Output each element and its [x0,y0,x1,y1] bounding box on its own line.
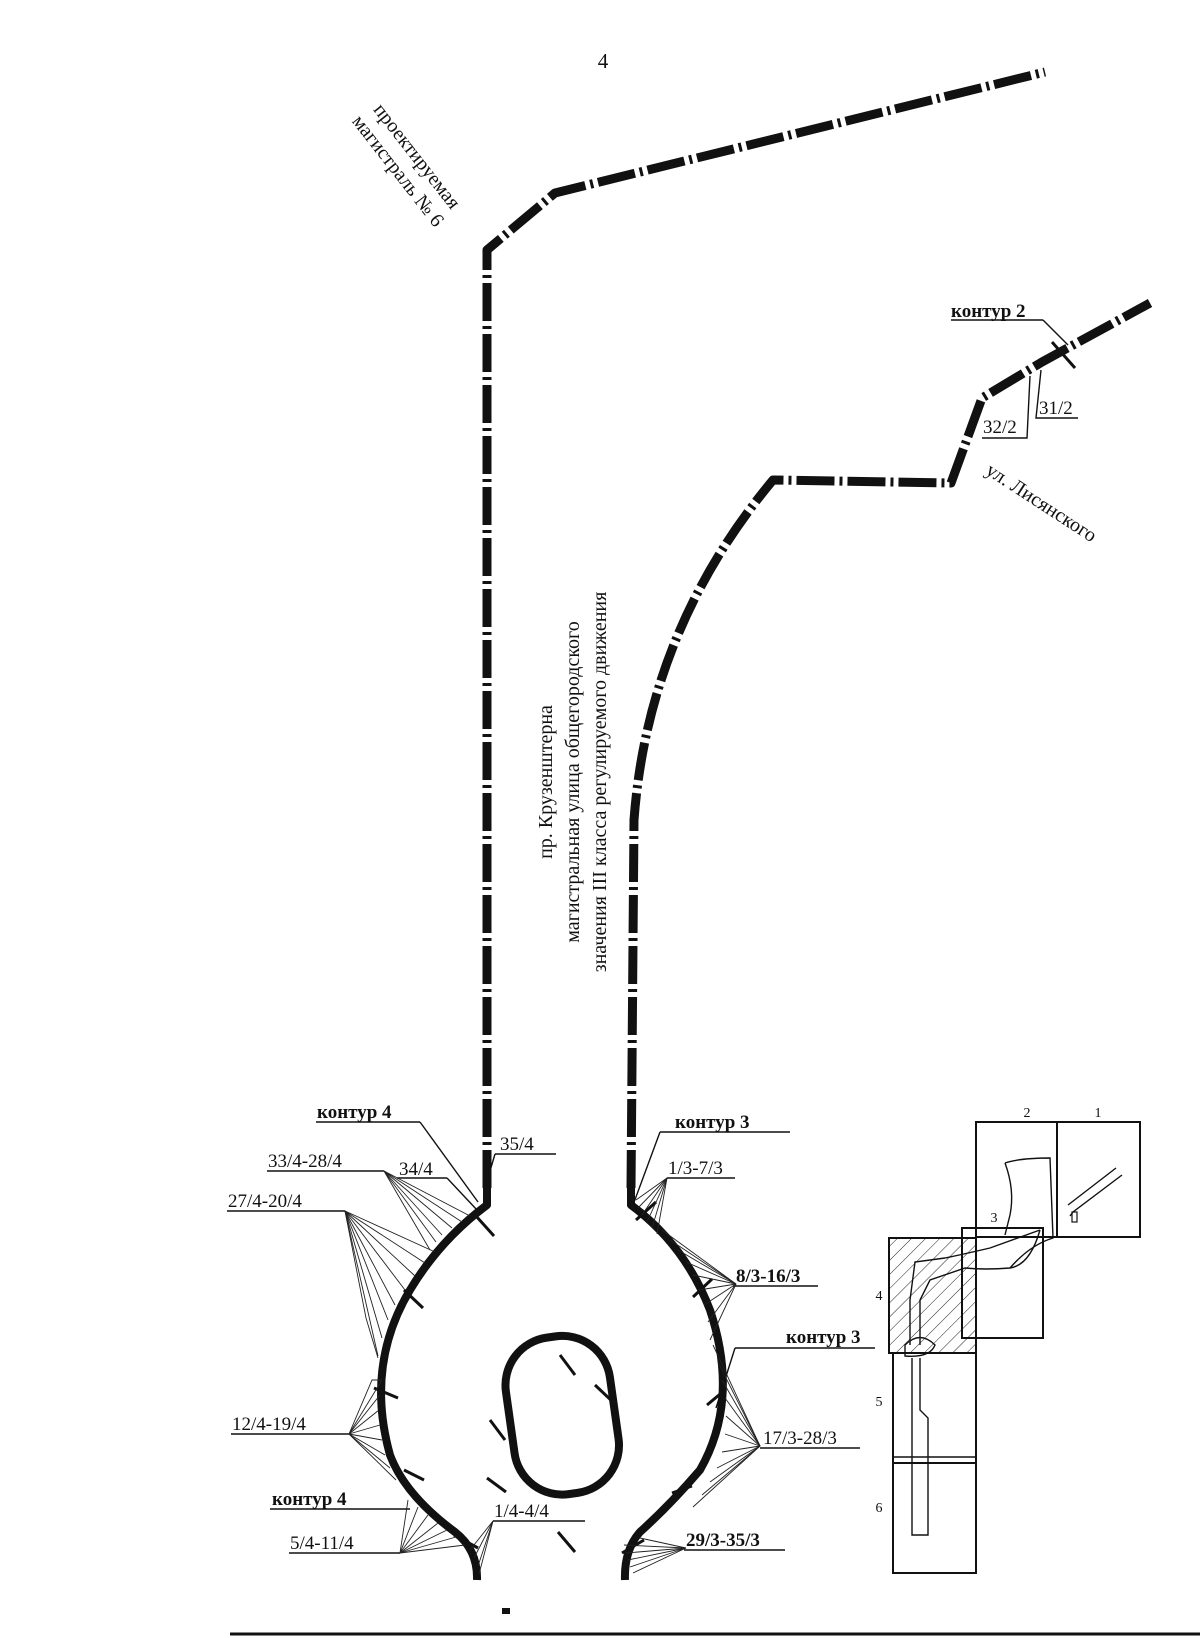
segment-27-20-fan [344,1210,436,1359]
lisyanskogo-label: ул. Лисянского [982,459,1101,547]
key-map-road-sketch-4 [911,1358,929,1536]
contour-4-bottom-label: контур 4 [272,1489,347,1510]
segment-34-4-leader [446,1177,478,1211]
key-map-road-sketch-2 [1004,1157,1054,1269]
inner-loop-boundary-marks [486,1354,616,1553]
key-map-label-2: 2 [1024,1106,1031,1121]
contour-2-boundary-mark [1050,341,1077,369]
segment-33-28-fan [383,1170,471,1251]
contour-2-leader [1042,319,1069,346]
lisyanskogo-label-text: ул. Лисянского [982,459,1101,547]
key-map-label-6: 6 [876,1501,883,1516]
kruzenshtern-label-line1: пр. Крузенштерна [535,705,557,859]
key-map-label-3: 3 [991,1211,998,1226]
key-map: 2 1 3 4 5 6 [876,1106,1141,1574]
segment-5-11-label: 5/4-11/4 [290,1533,354,1554]
contour-4-top-leader [419,1121,479,1203]
segment-35-4-leader [484,1153,496,1189]
contour-3-mid-label: контур 3 [786,1327,861,1348]
key-map-sheet-6 [892,1462,977,1574]
segment-17-28-3-label: 17/3-28/3 [763,1428,837,1449]
key-map-sheet-5 [892,1352,977,1464]
left-road-end [502,1608,510,1614]
contour-2-label: контур 2 [951,301,1026,322]
kruzenshtern-label: пр. Крузенштерна магистральная улица общ… [535,592,611,973]
lisyanskogo-road [626,299,1153,1189]
magistral-6-label: проектируемая магистраль № 6 [347,99,464,231]
key-map-label-1: 1 [1095,1106,1102,1121]
segment-1-7-3-fan [635,1177,668,1235]
segment-12-19-label: 12/4-19/4 [232,1414,306,1435]
bulb-left-arc [377,1188,491,1581]
key-map-road-sketch-1 [1069,1174,1123,1217]
contour-3-top-leader [632,1131,661,1206]
kruzenshtern-label-line2: магистральная улица общегородского [562,621,584,943]
key-map-sheet-3 [961,1227,1044,1339]
segment-32-2-label: 32/2 [983,417,1017,438]
key-map-sheet-1 [1056,1121,1141,1238]
segment-29-35-3-fan [623,1537,687,1574]
segment-5-11-fan [399,1499,466,1554]
kruzenshtern-label-line3: значения III класса регулируемого движен… [589,592,611,973]
segment-8-16-3-label: 8/3-16/3 [736,1266,800,1287]
segment-8-16-3-fan [661,1229,737,1341]
page-number: 4 [598,49,609,73]
key-map-label-4: 4 [876,1289,883,1304]
segment-34-4-label: 34/4 [399,1159,433,1180]
segment-27-20-label: 27/4-20/4 [228,1191,302,1212]
key-map-sheet-2 [975,1121,1058,1238]
segment-17-28-3-fan [692,1344,761,1508]
segment-35-4-label: 35/4 [500,1134,534,1155]
segment-1-7-3-label: 1/3-7/3 [668,1158,723,1179]
contour-3-top-label: контур 3 [675,1112,750,1133]
magistral-6-road [482,67,1047,1188]
segment-29-35-3-label: 29/3-35/3 [686,1530,760,1551]
key-map-label-5: 5 [876,1395,883,1410]
segment-33-28-label: 33/4-28/4 [268,1151,342,1172]
key-map-road-sketch-3 [919,1229,1041,1345]
segment-31-2-label: 31/2 [1039,398,1073,419]
segment-31-2-leader [1035,369,1078,419]
segment-32-2-leader [982,375,1031,439]
bulb-right-arc [620,1188,727,1581]
contour-4-top-label: контур 4 [317,1102,392,1123]
segment-1-4-fan [469,1520,494,1575]
inner-loop [501,1331,624,1499]
bulb-boundary-marks [373,1200,726,1555]
segment-12-19-fan [348,1379,397,1481]
segment-1-4-label: 1/4-4/4 [494,1501,549,1522]
